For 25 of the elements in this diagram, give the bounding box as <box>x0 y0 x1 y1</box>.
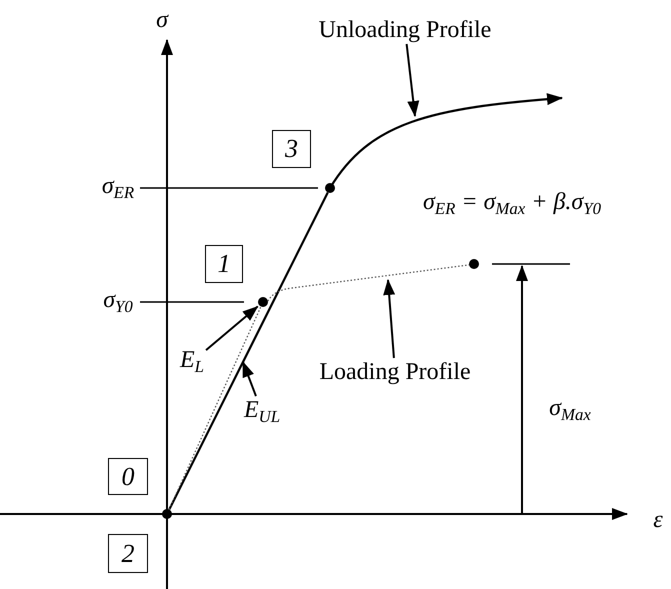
equation: σ$_{ER}$ = σ$_{Max}$ + β.σ$_{Y0}$ <box>423 190 601 218</box>
leader-line <box>242 361 257 396</box>
curve-label: Loading Profile <box>319 360 471 384</box>
loading-curve <box>267 264 470 302</box>
elastic-line <box>168 192 329 510</box>
state-number-box: 3 <box>272 130 311 168</box>
modulus-label: E$_{UL}$ <box>244 398 280 426</box>
state-number-box: 0 <box>108 458 148 495</box>
modulus-label: E$_{L}$ <box>180 348 204 376</box>
stress-label: σ$_{ER}$ <box>102 174 134 202</box>
leader-line <box>205 306 258 351</box>
leader-line <box>383 279 396 358</box>
data-point <box>469 259 479 269</box>
axis-label: ε <box>653 508 663 532</box>
state-number-box: 1 <box>205 245 243 283</box>
leader-line <box>406 44 420 117</box>
curve-label: Unloading Profile <box>318 18 492 42</box>
unloading-curve <box>325 93 563 193</box>
data-point <box>162 509 172 519</box>
stress-label: σ$_{Y0}$ <box>103 288 133 316</box>
state-number-box: 2 <box>108 534 148 573</box>
data-point <box>258 297 268 307</box>
stress-label: σ$_{Max}$ <box>549 396 591 424</box>
axis-label: σ <box>156 8 168 32</box>
loading-curve <box>168 306 262 510</box>
